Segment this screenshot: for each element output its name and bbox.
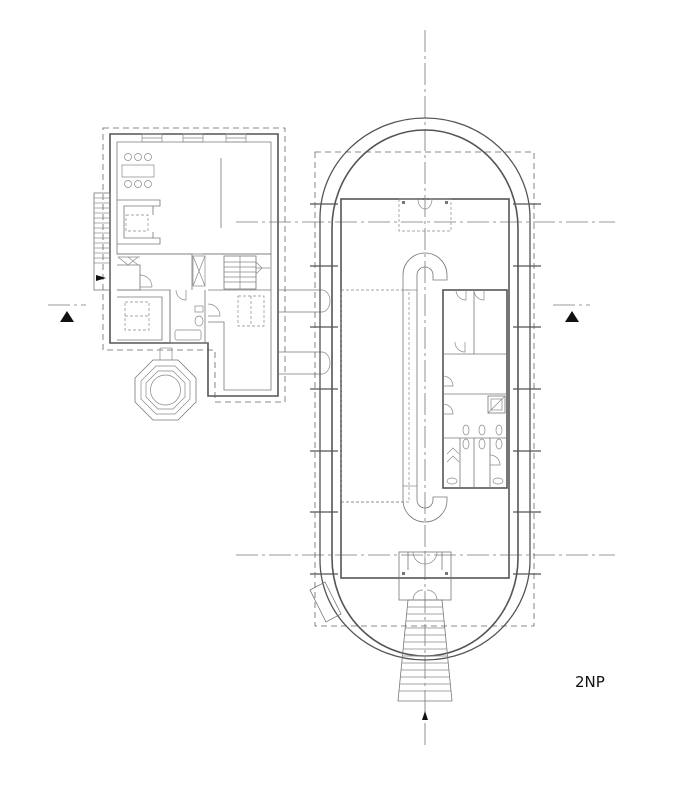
octagon-tower (134, 347, 197, 421)
oval-building (309, 117, 541, 661)
entrance-arrow-icon (422, 711, 428, 720)
section-marker-right-icon (565, 311, 579, 322)
section-marker-left-icon (60, 311, 74, 322)
entrance-stairs (397, 599, 453, 702)
floor-label: 2NP (575, 673, 605, 691)
left-building (93, 127, 331, 403)
